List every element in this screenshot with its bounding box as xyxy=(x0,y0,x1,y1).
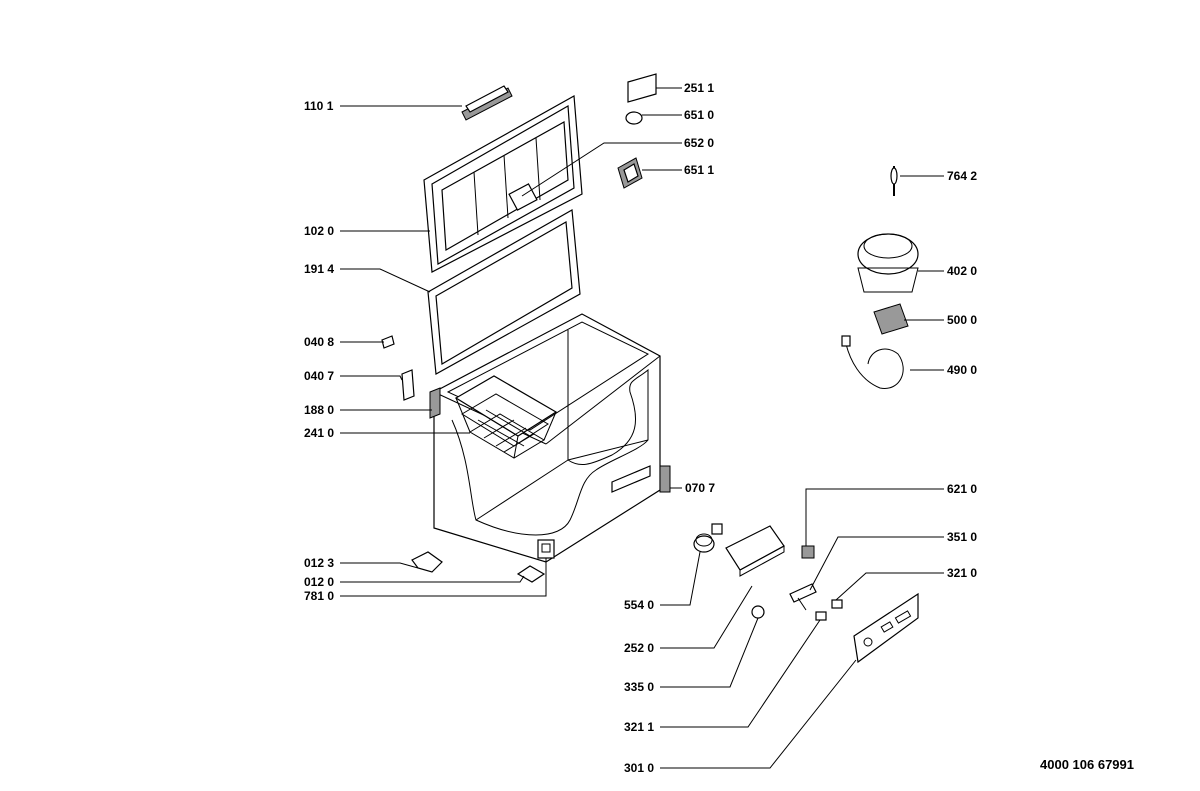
indicator-light-2 xyxy=(815,611,827,621)
label-554-0: 554 0 xyxy=(624,598,654,612)
label-402-0: 402 0 xyxy=(947,264,977,278)
label-191-4: 191 4 xyxy=(304,262,334,276)
label-651-0: 651 0 xyxy=(684,108,714,122)
foot xyxy=(516,565,546,583)
label-110-1: 110 1 xyxy=(304,99,334,113)
foot-bracket xyxy=(411,551,443,573)
label-188-0: 188 0 xyxy=(304,403,334,417)
label-351-0: 351 0 xyxy=(947,530,977,544)
compressor xyxy=(857,233,919,293)
label-012-0: 012 0 xyxy=(304,575,334,589)
label-652-0: 652 0 xyxy=(684,136,714,150)
thermostat-housing xyxy=(725,525,785,577)
lid-handle xyxy=(461,85,513,121)
label-040-7: 040 7 xyxy=(304,369,334,383)
wire-basket xyxy=(454,375,558,459)
leader-lines xyxy=(340,87,944,769)
lamp-switch xyxy=(617,157,643,189)
freezer-lid xyxy=(423,95,583,273)
lamp-cover xyxy=(627,73,657,103)
filter-drier xyxy=(890,166,898,196)
relay-unit xyxy=(873,303,909,335)
power-cord xyxy=(841,335,904,389)
label-070-7: 070 7 xyxy=(685,481,715,495)
spring xyxy=(693,523,723,553)
indicator-light xyxy=(831,599,843,609)
lid-gasket xyxy=(427,209,581,375)
label-764-2: 764 2 xyxy=(947,169,977,183)
lamp xyxy=(625,111,643,125)
document-number: 4000 106 67991 xyxy=(1040,757,1134,772)
label-241-0: 241 0 xyxy=(304,426,334,440)
thermostat-knob xyxy=(751,605,765,619)
label-781-0: 781 0 xyxy=(304,589,334,603)
hinge-cover xyxy=(401,369,415,401)
control-panel xyxy=(853,592,919,664)
label-321-0: 321 0 xyxy=(947,566,977,580)
label-251-1: 251 1 xyxy=(684,81,714,95)
label-621-0: 621 0 xyxy=(947,482,977,496)
label-651-1: 651 1 xyxy=(684,163,714,177)
label-500-0: 500 0 xyxy=(947,313,977,327)
side-cover xyxy=(429,387,441,419)
label-301-0: 301 0 xyxy=(624,761,654,775)
freezer-cabinet xyxy=(433,313,671,563)
label-252-0: 252 0 xyxy=(624,641,654,655)
thermostat xyxy=(789,583,817,611)
hinge-clip xyxy=(381,335,395,349)
label-102-0: 102 0 xyxy=(304,224,334,238)
label-321-1: 321 1 xyxy=(624,720,654,734)
label-040-8: 040 8 xyxy=(304,335,334,349)
label-490-0: 490 0 xyxy=(947,363,977,377)
foot-box xyxy=(537,539,555,559)
label-012-3: 012 3 xyxy=(304,556,334,570)
label-335-0: 335 0 xyxy=(624,680,654,694)
switch xyxy=(801,545,815,559)
part-labels: 110 1 102 0 191 4 040 8 040 7 188 0 241 … xyxy=(304,81,1134,775)
